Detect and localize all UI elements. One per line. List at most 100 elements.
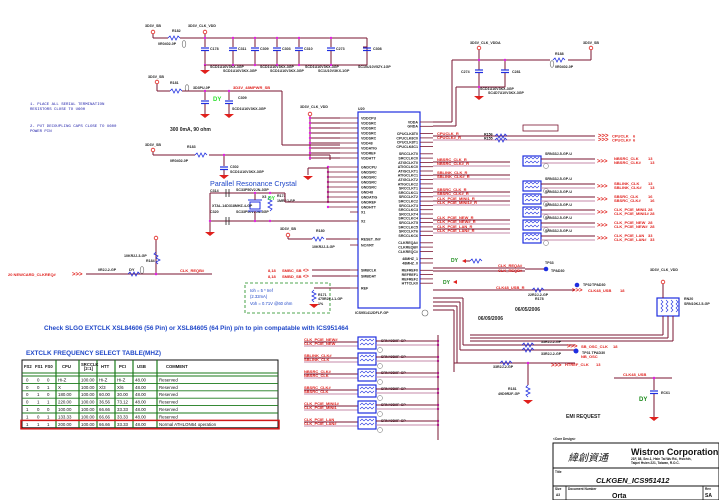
ic-pin-label: SRCCLKT0 [399, 152, 418, 156]
net-label: SBLINK_CLK#_R [437, 174, 470, 179]
table-cell: 100.00 [81, 422, 95, 427]
resistor-icon [494, 133, 508, 139]
ic-pin-label: CLKREQC# [398, 250, 418, 254]
svg-text:3D3V_CLK_VDD: 3D3V_CLK_VDD [300, 105, 328, 109]
svg-text:SCD1U16V3KX-3GP: SCD1U16V3KX-3GP [223, 69, 258, 73]
net-label: CLK_PCIE_MINI1# [304, 401, 340, 406]
capacitor-c311: C311 [229, 38, 246, 65]
svg-text:CLK48_USB_R: CLK48_USB_R [496, 285, 525, 290]
svg-text:3D3V_48MPWR_SB: 3D3V_48MPWR_SB [233, 85, 270, 90]
cpu-power-section: 3D3V_SB R181 3D3PU-0P 3D3V_48MPWR_SB DY … [148, 75, 340, 146]
net-label: SBLINK_CLK [304, 357, 329, 362]
ground-icon [224, 114, 234, 118]
table-cell: 0 [47, 407, 50, 412]
ic-pin-label: ATIGCLKC0 [398, 165, 418, 169]
title-block: <Core Design> 緯創資通 Wistron Corporation 2… [552, 437, 719, 500]
capacitor-c273: C273 [327, 38, 345, 65]
ic-pin-label: 48MHZ_1 [402, 257, 418, 261]
table-header: SRCCLK [81, 362, 98, 367]
offpage-net-label: NBSRC_CLK# [614, 160, 642, 165]
svg-text:33R2J-2-GP: 33R2J-2-GP [493, 365, 514, 369]
table-cell: 100.00 [81, 400, 95, 405]
net-label: SBSRC_CLK# [304, 385, 331, 390]
test-point-tp31-icon[interactable] [573, 348, 579, 354]
resistor-r183-icon [194, 152, 208, 158]
svg-text:C303: C303 [282, 47, 291, 51]
ic-pin-label: VDDSRC [361, 121, 377, 125]
offpage-net-label: CLK_PCIE_NEW# [614, 224, 648, 229]
test-point-tp33-icon[interactable] [543, 266, 549, 272]
net-label: CLK_PCIE_MINI1#_R [437, 200, 477, 205]
table-header: HTT [101, 364, 110, 369]
svg-text:18: 18 [620, 288, 625, 293]
svg-text:1- PLACE ALL SERIAL TERMINATIO: 1- PLACE ALL SERIAL TERMINATION [30, 103, 105, 107]
table-cell: 48.00 [135, 407, 147, 412]
table-cell: 0 [37, 385, 40, 390]
net-label: SBSRC_CLK [304, 389, 329, 394]
ic-pin-label: GNDHTT [361, 205, 377, 209]
ic-left-pins: VDDCPUVDDSRCVDDSRCVDDSRCVDDSRCVDD48VDDAT… [308, 116, 381, 290]
ic-pin-label: GNDSRC [361, 175, 377, 179]
test-point-tp32-icon[interactable] [574, 282, 580, 288]
svg-text:SMBD_SB: SMBD_SB [282, 274, 302, 279]
svg-text:10KR2J-3-GP: 10KR2J-3-GP [312, 245, 335, 249]
net-label: SBLINK_CLK_R [437, 170, 468, 175]
svg-text:33R2J-2-GP: 33R2J-2-GP [541, 340, 562, 344]
svg-text:U20: U20 [358, 107, 365, 111]
table-cell: Normal ATHLON64 operation [159, 422, 217, 427]
table-cell: 1 [47, 422, 50, 427]
svg-text:CLK_REQB#: CLK_REQB# [498, 268, 523, 273]
svg-text:ICS951412DFLF-GP: ICS951412DFLF-GP [355, 311, 389, 315]
rp-group-rp14: SRN33J-5-GP-U>>>SBLINK_CLKSBLINK_CLK#131… [522, 177, 655, 194]
resistor-r180-icon [311, 236, 325, 242]
table-cell: 48.00 [135, 400, 147, 405]
table-cell: 0 [37, 414, 40, 419]
ic-pin-label: NC#/RT [361, 243, 375, 247]
svg-text:(2.32mA): (2.32mA) [250, 294, 268, 299]
power-port-icon [150, 147, 156, 153]
resistor-r184-icon [153, 251, 161, 265]
table-cell: Reserved [159, 392, 178, 397]
crystal-section: Parallel Resonance Crystal C314 C320 SC3… [205, 179, 350, 236]
resistor-r182-icon [167, 35, 181, 41]
table-header: FS2 [24, 364, 32, 369]
svg-text:SCD1U16V3KX-3GP: SCD1U16V3KX-3GP [210, 65, 245, 69]
svg-text:475R2F-L1-GP: 475R2F-L1-GP [318, 297, 343, 301]
table-cell: 60.00 [99, 392, 111, 397]
table-cell: 0 [47, 392, 50, 397]
sheet-title: CLKGEN_ICS951412 [596, 476, 670, 485]
ic-pin-label: CLKREQA# [398, 241, 418, 245]
ic-pin-label: X1 [361, 210, 365, 214]
ic-pin-label: VDDCPU [361, 116, 377, 120]
net-label: NBSRC_CLK# [304, 369, 332, 374]
svg-text:1MR2J-GP: 1MR2J-GP [277, 199, 296, 203]
svg-text:C309: C309 [260, 47, 269, 51]
smbus-inputs: 8,18 SMBC_SB 8,18 SMBD_SB <> <> [268, 268, 350, 280]
ic-pin-label: GNDSRC [361, 170, 377, 174]
power-port-icon [285, 232, 291, 238]
table-cell: Reserved [159, 414, 178, 419]
ic-pin-label: GND48 [361, 190, 373, 194]
table-cell: Hi-Z [117, 377, 126, 382]
svg-text:C308: C308 [373, 47, 382, 51]
svg-text:20 NEWCARD_CLKREQ#: 20 NEWCARD_CLKREQ# [8, 272, 57, 277]
resistor-pack-icon [522, 206, 542, 218]
power-port-icon [150, 29, 156, 35]
ic-pin-label: VDDSRC [361, 136, 377, 140]
ic-pin-label: RESET_IN# [361, 237, 381, 241]
svg-text:21F, 88, Sec.1, Hsin Tai Wu Rd: 21F, 88, Sec.1, Hsin Tai Wu Rd., Hsichih… [631, 457, 692, 461]
ic-pin-label: VDDSRC [361, 131, 377, 135]
svg-text:2- PUT DECOUPLING CAPS CLOSE T: 2- PUT DECOUPLING CAPS CLOSE TO U600 [30, 125, 117, 129]
ic-pin-label: SRCCLKT4 [399, 212, 418, 216]
svg-text:C273: C273 [336, 47, 345, 51]
table-cell: 48.00 [135, 422, 147, 427]
ic-pin-label: SRCCLKC1 [398, 191, 418, 195]
table-cell: 1 [26, 414, 29, 419]
resistor-network-rn20-icon [656, 297, 680, 317]
ground-icon [219, 175, 229, 179]
offpage-connector-icon: >>> [567, 344, 578, 350]
table-cell: 36.56 [99, 400, 111, 405]
